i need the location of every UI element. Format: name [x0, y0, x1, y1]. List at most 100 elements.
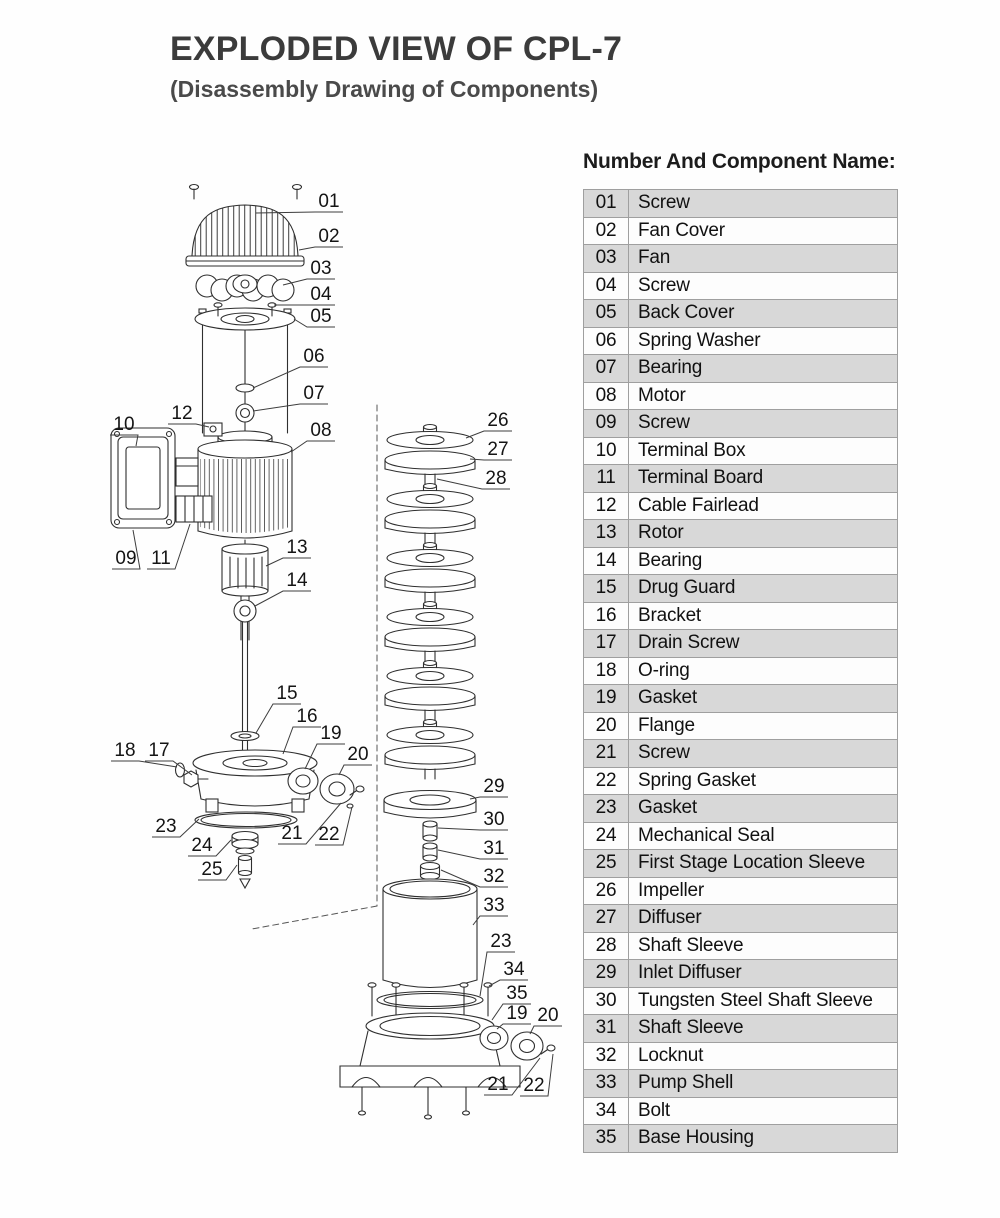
leader-line	[298, 246, 343, 251]
part-name: Inlet Diffuser	[628, 959, 898, 988]
leader-line	[491, 1003, 531, 1021]
part-name: Base Housing	[628, 1124, 898, 1153]
table-heading: Number And Component Name:	[583, 150, 896, 173]
part-number: 30	[583, 986, 629, 1015]
leader-line	[111, 760, 178, 768]
part-number: 07	[583, 354, 629, 383]
callout-label-31: 31	[483, 838, 504, 859]
gasket-23-drawing	[194, 811, 298, 829]
part-number: 22	[583, 766, 629, 795]
tungsten-sleeve-drawing	[422, 820, 438, 842]
leader-line	[152, 818, 200, 838]
part-number: 06	[583, 326, 629, 355]
part-name: O-ring	[628, 656, 898, 685]
leader-line	[465, 430, 512, 439]
callout-label-19: 19	[320, 723, 341, 744]
callout-label-21: 21	[487, 1074, 508, 1095]
leader-line	[304, 743, 345, 770]
part-name: Rotor	[628, 519, 898, 548]
part-name: Shaft Sleeve	[628, 1014, 898, 1043]
part-name: Back Cover	[628, 299, 898, 328]
leader-line	[488, 979, 528, 987]
leader-line	[255, 703, 301, 734]
part-number: 25	[583, 849, 629, 878]
callout-label-17: 17	[148, 740, 169, 761]
callout-label-32: 32	[483, 866, 504, 887]
leader-line	[469, 796, 508, 800]
bearing-14-drawing	[233, 599, 257, 623]
inlet-diffuser-drawing	[383, 789, 477, 819]
part-name: First Stage Location Sleeve	[628, 849, 898, 878]
part-number: 26	[583, 876, 629, 905]
callout-label-15: 15	[276, 683, 297, 704]
part-number: 28	[583, 931, 629, 960]
callout-label-29: 29	[483, 776, 504, 797]
part-number: 10	[583, 436, 629, 465]
part-number: 23	[583, 794, 629, 823]
leader-line	[484, 1057, 541, 1096]
leader-line	[278, 802, 342, 845]
part-number: 19	[583, 684, 629, 713]
screw-01-drawing	[188, 183, 303, 200]
terminal-box-drawing	[110, 427, 176, 529]
part-name: Gasket	[628, 794, 898, 823]
part-name: Screw	[628, 409, 898, 438]
part-name: Drug Guard	[628, 574, 898, 603]
screw-04-drawing	[213, 302, 277, 317]
spring-washer-drawing	[235, 383, 255, 393]
leader-line	[436, 478, 510, 490]
part-name: Spring Gasket	[628, 766, 898, 795]
part-number: 33	[583, 1069, 629, 1098]
leader-line	[338, 764, 372, 776]
mechanical-seal-drawing	[231, 830, 259, 855]
part-number: 04	[583, 271, 629, 300]
leader-line	[255, 211, 343, 214]
part-number: 14	[583, 546, 629, 575]
callout-label-16: 16	[296, 706, 317, 727]
part-number: 32	[583, 1041, 629, 1070]
part-number: 08	[583, 381, 629, 410]
callout-label-25: 25	[201, 859, 222, 880]
callout-label-02: 02	[318, 226, 339, 247]
part-number: 12	[583, 491, 629, 520]
part-number: 15	[583, 574, 629, 603]
flange-screw-drawing	[346, 785, 365, 809]
leader-line	[188, 839, 232, 857]
drain-screw-drawing	[183, 770, 209, 788]
part-number: 03	[583, 244, 629, 273]
base-housing-drawing	[339, 1012, 521, 1120]
part-name: Bearing	[628, 546, 898, 575]
leader-line	[112, 529, 141, 570]
leader-line	[110, 434, 139, 447]
callout-label-01: 01	[318, 191, 339, 212]
leader-line	[437, 849, 508, 860]
base-flange-19-drawing	[479, 1025, 509, 1051]
leader-line	[265, 557, 311, 567]
part-name: Gasket	[628, 684, 898, 713]
drawing-layer	[110, 183, 556, 1120]
part-name: Screw	[628, 271, 898, 300]
cable-fairlead-drawing	[203, 422, 223, 437]
leader-line	[282, 278, 335, 286]
callout-label-26: 26	[487, 410, 508, 431]
impeller-diffuser-stack-drawing	[384, 423, 476, 780]
part-number: 24	[583, 821, 629, 850]
pump-shaft-drawing	[241, 621, 249, 769]
leader-line	[440, 869, 508, 888]
callout-label-22: 22	[523, 1075, 544, 1096]
